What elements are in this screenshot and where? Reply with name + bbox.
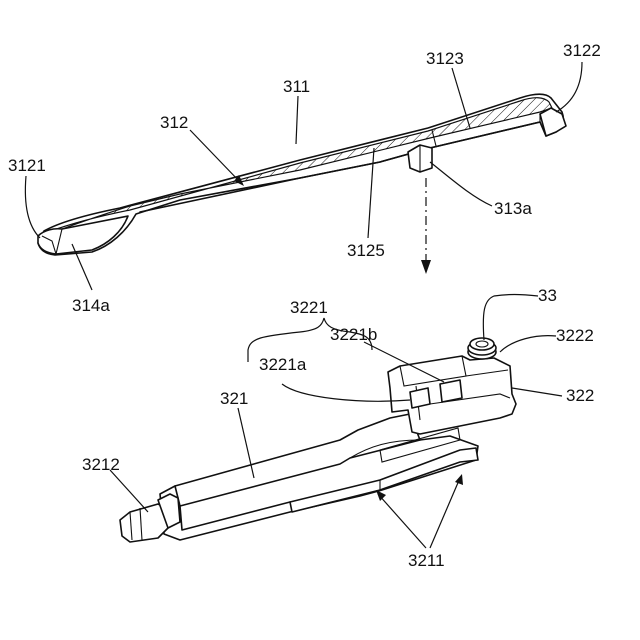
label-321: 321 [220, 389, 248, 408]
label-3211: 3211 [408, 551, 445, 570]
block-notch-3221a [410, 388, 430, 408]
assembly-arrow-icon [421, 260, 431, 274]
leader-3211-a [378, 494, 426, 548]
upper-cover-part [38, 94, 566, 255]
leader-3222 [500, 336, 556, 352]
label-314a: 314a [72, 296, 110, 315]
lower-base-part [120, 338, 516, 542]
leader-3121 [25, 176, 40, 238]
label-3212: 3212 [82, 455, 120, 474]
label-3221: 3221 [290, 298, 328, 317]
leader-3212 [110, 470, 148, 512]
block-notch-3221b [440, 380, 462, 402]
label-3221a: 3221a [259, 355, 307, 374]
label-3125: 3125 [347, 241, 385, 260]
label-311: 311 [283, 77, 310, 96]
assembly-direction [421, 178, 431, 274]
label-322: 322 [566, 386, 594, 405]
leader-312 [190, 130, 240, 182]
leader-311 [296, 96, 298, 144]
label-3122: 3122 [563, 41, 601, 60]
leader-33 [483, 295, 538, 341]
leader-3122 [556, 62, 582, 112]
leader-322 [512, 388, 562, 396]
spring-coil [468, 338, 496, 359]
cover-hatched-section [48, 98, 552, 232]
label-3123: 3123 [426, 49, 464, 68]
label-33: 33 [538, 286, 557, 305]
label-3222: 3222 [556, 326, 594, 345]
leader-3211-b [430, 478, 460, 548]
leader-313a [430, 162, 492, 206]
label-313a: 313a [494, 199, 532, 218]
label-3121: 3121 [8, 156, 46, 175]
leader-3211-b-arrow-icon [455, 474, 463, 485]
rail-body [160, 414, 478, 540]
leader-3211-a-arrow-icon [376, 490, 386, 501]
label-312: 312 [160, 113, 188, 132]
label-3221b: 3221b [330, 325, 377, 344]
